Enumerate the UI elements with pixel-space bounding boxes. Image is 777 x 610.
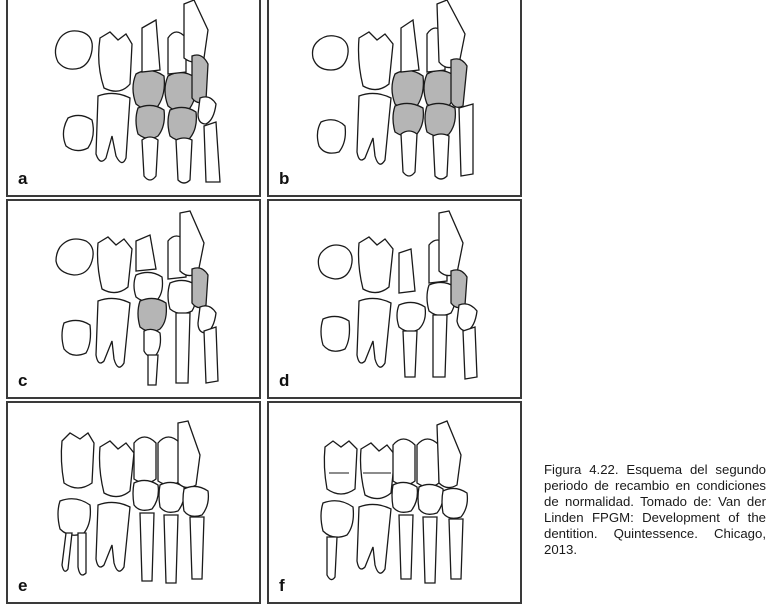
panel-f-teeth-drawing — [320, 420, 469, 584]
panel-f: f — [267, 401, 522, 604]
panel-b-teeth-drawing — [311, 0, 474, 180]
panel-c: c — [6, 199, 261, 399]
panel-b-label: b — [279, 169, 290, 188]
panel-d: d — [267, 199, 522, 399]
figure-caption: Figura 4.22. Esquema del segundo periodo… — [544, 462, 766, 557]
panel-a: a — [6, 0, 261, 197]
panel-e-label: e — [18, 576, 28, 595]
panel-e: e — [6, 401, 261, 604]
dentition-figure: a b — [6, 0, 522, 604]
panel-c-label: c — [18, 371, 28, 390]
panel-e-teeth-drawing — [57, 420, 210, 584]
panel-a-teeth-drawing — [54, 0, 221, 184]
panel-d-teeth-drawing — [317, 210, 478, 380]
panel-b: b — [267, 0, 522, 197]
panel-d-label: d — [279, 371, 290, 390]
panel-a-label: a — [18, 169, 28, 188]
panel-c-teeth-drawing — [55, 210, 219, 386]
panel-f-label: f — [279, 576, 285, 595]
